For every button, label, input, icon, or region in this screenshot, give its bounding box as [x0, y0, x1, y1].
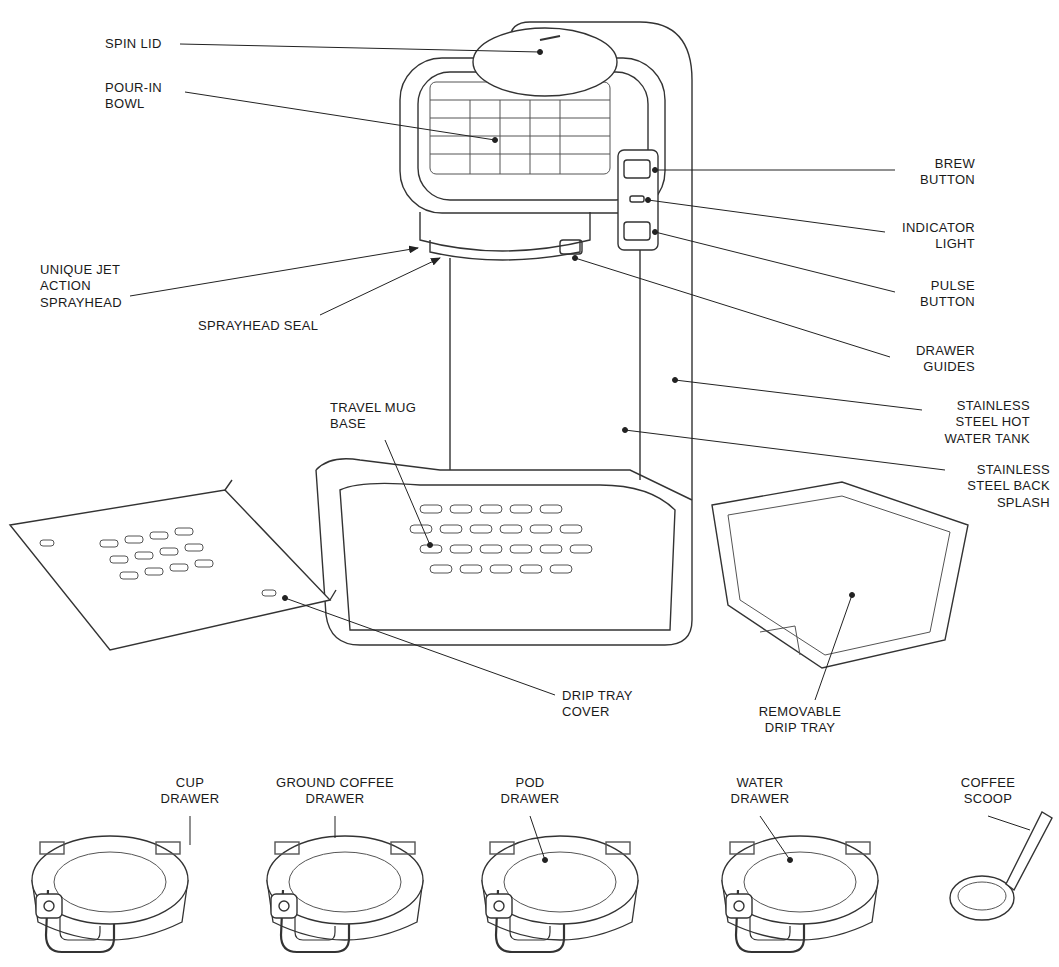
part-label: DRIP TRAY COVER	[562, 688, 652, 721]
part-label: STAINLESS STEEL HOT WATER TANK	[930, 398, 1030, 447]
part-label: DRAWER GUIDES	[890, 343, 975, 376]
part-label: SPIN LID	[105, 36, 195, 52]
part-label: POUR-IN BOWL	[105, 80, 183, 113]
part-label: SPRAYHEAD SEAL	[198, 318, 398, 334]
part-label: WATER DRAWER	[718, 775, 803, 808]
part-label: GROUND COFFEE DRAWER	[265, 775, 405, 808]
part-label: PULSE BUTTON	[900, 278, 975, 311]
part-label: COFFEE SCOOP	[946, 775, 1031, 808]
part-label: INDICATOR LIGHT	[880, 220, 975, 253]
part-label: POD DRAWER	[490, 775, 570, 808]
part-label: TRAVEL MUG BASE	[330, 400, 430, 433]
part-label: UNIQUE JET ACTION SPRAYHEAD	[40, 262, 140, 311]
part-label: REMOVABLE DRIP TRAY	[745, 704, 855, 737]
part-label: STAINLESS STEEL BACK SPLASH	[950, 462, 1050, 511]
part-label: CUP DRAWER	[150, 775, 230, 808]
part-label: BREW BUTTON	[900, 156, 975, 189]
